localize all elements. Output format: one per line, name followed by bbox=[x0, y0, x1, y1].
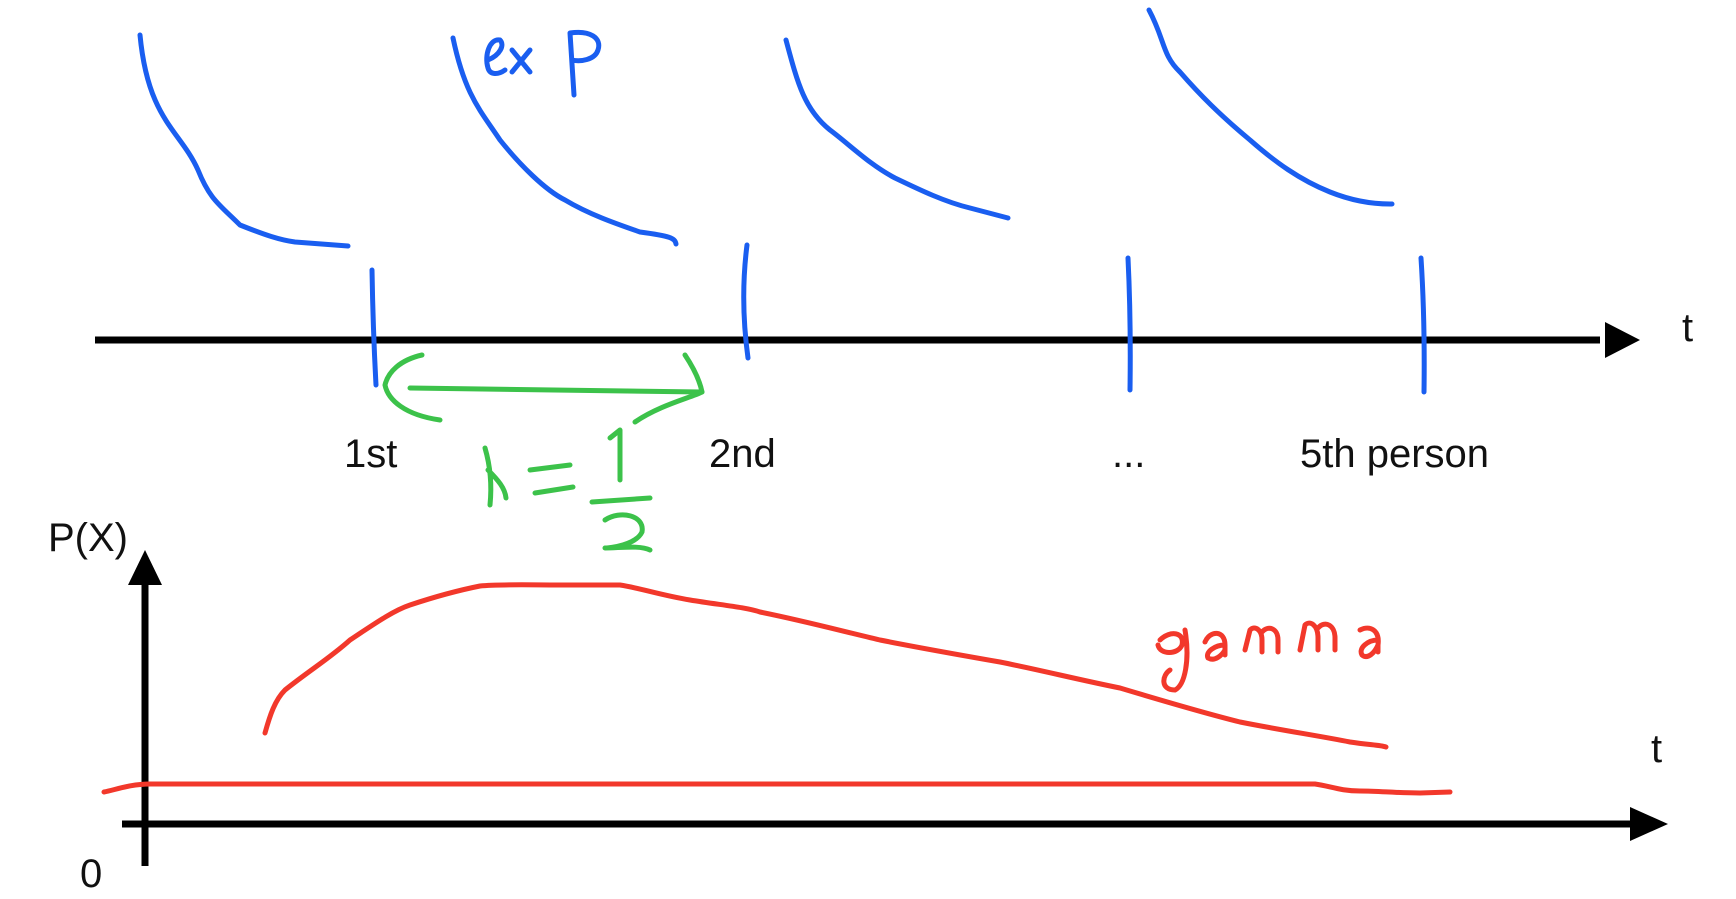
x-axis-t-label: t bbox=[1651, 727, 1663, 771]
interval-right-hook bbox=[632, 352, 705, 425]
interval-shaft bbox=[407, 385, 705, 395]
y-axis-arrowhead bbox=[128, 550, 162, 585]
tick-label-ellipsis: ... bbox=[1112, 432, 1146, 476]
arrival-tick-1st bbox=[369, 267, 379, 388]
exp-curve-3 bbox=[783, 37, 1011, 221]
gamma-curve bbox=[262, 582, 1389, 750]
arrival-tick-2nd bbox=[741, 242, 751, 361]
timeline-arrowhead bbox=[1605, 322, 1640, 358]
interval-left-hook bbox=[382, 352, 443, 423]
tick-label-2nd: 2nd bbox=[709, 432, 776, 476]
timeline-t-label: t bbox=[1682, 306, 1694, 350]
arrival-tick-4th bbox=[1125, 255, 1133, 393]
tick-label-5th-person: 5th person bbox=[1300, 432, 1490, 476]
arrival-tick-5th bbox=[1418, 255, 1427, 395]
baseline-curve bbox=[101, 781, 1453, 796]
origin-label: 0 bbox=[80, 852, 103, 896]
exp-curve-1 bbox=[137, 32, 351, 249]
lambda-handwriting-strokes bbox=[482, 427, 653, 553]
exp-handwriting-strokes bbox=[484, 29, 602, 98]
tick-label-1st: 1st bbox=[344, 432, 398, 476]
gamma-handwriting-strokes bbox=[1155, 620, 1381, 693]
exp-curve-4 bbox=[1146, 7, 1395, 207]
exp-curve-2 bbox=[450, 35, 679, 247]
x-axis-arrowhead bbox=[1630, 807, 1668, 841]
y-axis-label: P(X) bbox=[48, 516, 128, 560]
